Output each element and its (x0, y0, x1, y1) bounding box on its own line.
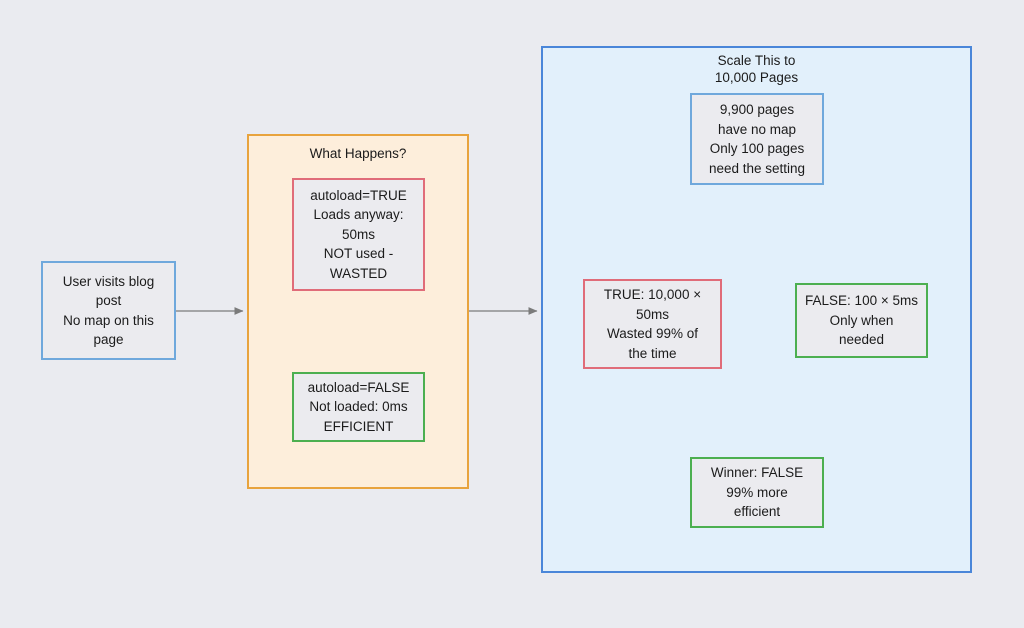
node-winner-false[interactable]: Winner: FALSE 99% more efficient (690, 457, 824, 528)
node-true-cost[interactable]: TRUE: 10,000 × 50ms Wasted 99% of the ti… (583, 279, 722, 369)
group-what-happens-title: What Happens? (309, 146, 407, 161)
group-scale-title: Scale This to 10,000 Pages (714, 53, 799, 85)
node-autoload-true[interactable]: autoload=TRUE Loads anyway: 50ms NOT use… (292, 178, 425, 291)
node-page-stats[interactable]: 9,900 pages have no map Only 100 pages n… (690, 93, 824, 185)
node-autoload-false[interactable]: autoload=FALSE Not loaded: 0ms EFFICIENT (292, 372, 425, 442)
node-false-cost[interactable]: FALSE: 100 × 5ms Only when needed (795, 283, 928, 358)
node-user-visits-blog-post[interactable]: User visits blog post No map on this pag… (41, 261, 176, 360)
